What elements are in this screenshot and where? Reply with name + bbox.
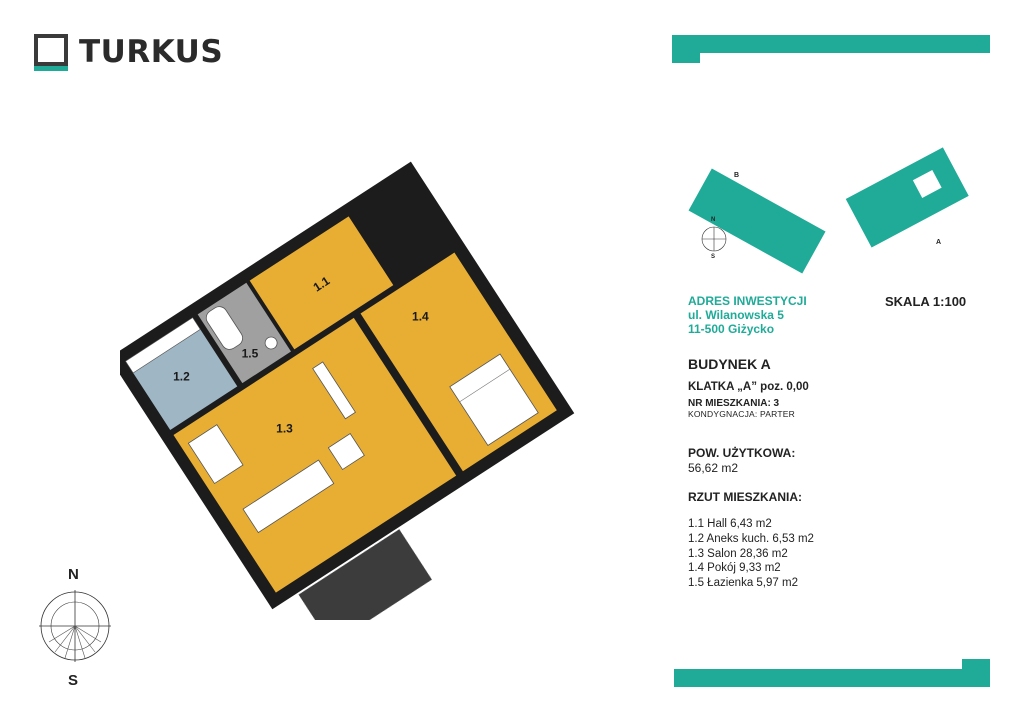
toilet-icon xyxy=(264,336,278,350)
site-plan: B A N S xyxy=(672,35,992,275)
tv-unit-icon xyxy=(312,361,356,420)
floor-plan: 1.1 1.2 1.3 1.4 1.5 xyxy=(120,161,575,620)
brand-logo: TURKUS xyxy=(34,34,274,74)
compass-north-label: N xyxy=(68,566,79,583)
site-compass: N S xyxy=(696,217,732,269)
site-compass-n: N xyxy=(711,217,716,223)
apartment-number: NR MIESZKANIA: 3 xyxy=(688,398,780,409)
room-item-1-1: 1.1 Hall 6,43 m2 xyxy=(688,518,772,530)
usable-area-value: 56,62 m2 xyxy=(688,461,739,475)
room-label-1-2: 1.2 xyxy=(173,369,190,383)
site-label-b: B xyxy=(734,172,740,179)
armchair-icon xyxy=(327,432,365,471)
kitchen-counter xyxy=(125,317,201,374)
room-label-1-5: 1.5 xyxy=(242,346,259,360)
bottom-bar xyxy=(674,669,990,687)
address-heading: ADRES INWESTYCJI xyxy=(688,294,807,308)
sofa-icon xyxy=(242,459,335,534)
room-label-1-4: 1.4 xyxy=(412,310,429,324)
floor-label: KONDYGNACJA: PARTER xyxy=(688,409,795,419)
brand-name: TURKUS xyxy=(79,34,224,70)
bed-icon xyxy=(449,353,539,447)
building-label: BUDYNEK A xyxy=(688,356,771,372)
terrace xyxy=(298,529,432,620)
building-a-shape xyxy=(845,147,969,248)
site-top-bar-stub xyxy=(672,53,700,63)
room-item-1-5: 1.5 Łazienka 5,97 m2 xyxy=(688,577,798,590)
usable-area-label: POW. UŻYTKOWA: xyxy=(688,446,796,460)
dining-table-icon xyxy=(187,424,244,485)
rooms-heading: RZUT MIESZKANIA: xyxy=(688,490,802,504)
site-label-a: A xyxy=(936,239,942,246)
room-item-1-2: 1.2 Aneks kuch. 6,53 m2 xyxy=(688,532,814,545)
room-item-1-4: 1.4 Pokój 9,33 m2 xyxy=(688,562,781,575)
compass-rose-icon xyxy=(39,590,111,662)
room-hall xyxy=(249,216,394,350)
address-street: ul. Wilanowska 5 xyxy=(688,308,784,322)
scale-label: SKALA 1:100 xyxy=(885,294,967,309)
site-top-bar xyxy=(672,35,990,53)
compass-south-label: S xyxy=(68,672,79,689)
bottom-bar-stub xyxy=(962,659,990,669)
room-label-1-3: 1.3 xyxy=(276,422,293,436)
rooms-list: 1.1 Hall 6,43 m2 1.2 Aneks kuch. 6,53 m2… xyxy=(688,517,814,591)
room-item-1-3: 1.3 Salon 28,36 m2 xyxy=(688,547,788,560)
plan-compass: N S xyxy=(30,566,120,691)
logo-mark-icon xyxy=(34,34,68,71)
address-block: ADRES INWESTYCJI ul. Wilanowska 5 11-500… xyxy=(688,294,868,336)
staircase-label: KLATKA „A” poz. 0,00 xyxy=(688,381,809,393)
site-compass-s: S xyxy=(711,254,716,260)
site-compass-rose-icon xyxy=(701,226,727,252)
site-buildings xyxy=(688,147,969,274)
building-a-inner xyxy=(912,169,942,198)
building-b-shape xyxy=(688,168,826,274)
bathtub-icon xyxy=(205,306,243,350)
address-city: 11-500 Giżycko xyxy=(688,322,775,336)
room-salon xyxy=(173,317,457,593)
